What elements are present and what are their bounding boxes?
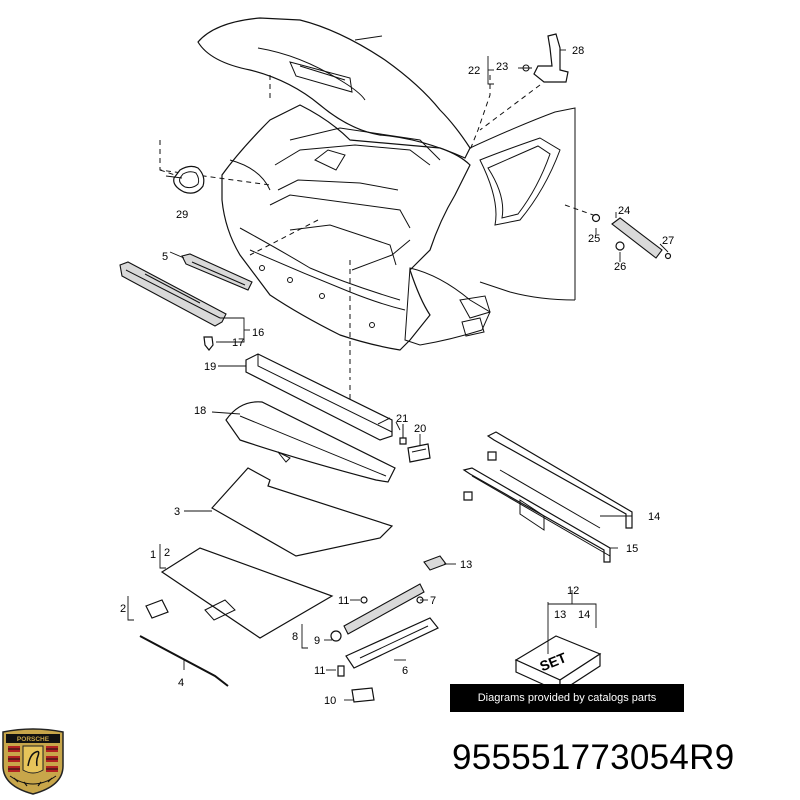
callout-5: 5: [162, 251, 168, 263]
cover-part-18: [225, 401, 396, 483]
callout-numbers: 1 2 2 3 4 5 6 7 8 9 10 11 11 12 13 13 14…: [120, 45, 674, 707]
callout-21: 21: [396, 413, 408, 425]
callout-15: 15: [626, 543, 638, 555]
vehicle-body-illustration: [159, 17, 597, 400]
leader-lines: [127, 49, 669, 701]
callout-28: 28: [572, 45, 584, 57]
block-part-13: [423, 555, 447, 571]
callout-3: 3: [174, 506, 180, 518]
seal-part-29: [173, 165, 205, 194]
callout-19: 19: [204, 361, 216, 373]
callout-9: 9: [314, 635, 320, 647]
callout-2: 2: [120, 603, 126, 615]
credit-banner: Diagrams provided by catalogs parts: [450, 684, 684, 712]
callout-13: 13: [554, 609, 566, 621]
callout-4: 4: [178, 677, 184, 689]
rod-part-4: [139, 635, 229, 687]
callout-25: 25: [588, 233, 600, 245]
callout-16: 16: [252, 327, 264, 339]
callout-24: 24: [618, 205, 630, 217]
callout-26: 26: [614, 261, 626, 273]
cassette-part-19: [245, 353, 393, 441]
cargo-bars-part-14-15: [462, 431, 633, 563]
sill-trim-part-16: [119, 261, 227, 327]
fasteners-part-10-11: [337, 665, 375, 703]
striker-part-5: [181, 253, 253, 291]
floor-cover-part-1: [160, 547, 334, 639]
callout-18: 18: [194, 405, 206, 417]
callout-1: 1: [150, 549, 156, 561]
rail-parts-6-7-9: [330, 583, 439, 669]
callout-12: 12: [567, 585, 579, 597]
callout-14: 14: [578, 609, 590, 621]
callout-11: 11: [338, 595, 349, 607]
callout-8: 8: [292, 631, 298, 643]
callout-11: 11: [314, 665, 325, 677]
callout-14: 14: [648, 511, 660, 523]
callout-27: 27: [662, 235, 674, 247]
credit-text: Diagrams provided by catalogs parts: [477, 692, 657, 704]
hinge-parts-24-27: [591, 213, 672, 260]
callout-10: 10: [324, 695, 336, 707]
callout-29: 29: [176, 209, 188, 221]
callout-17: 17: [232, 337, 244, 349]
clip-part-17: [203, 336, 214, 351]
bracket-part-20: [407, 443, 431, 463]
handle-part-2: [145, 599, 169, 619]
porsche-crest-logo: PORSCHE: [2, 728, 64, 795]
screw-part-21: [399, 424, 407, 445]
callout-6: 6: [402, 665, 408, 677]
callout-7: 7: [430, 595, 436, 607]
bracket-part-28: [520, 33, 569, 83]
callout-2: 2: [164, 547, 170, 559]
mat-part-3: [211, 467, 394, 557]
callout-23: 23: [496, 61, 508, 73]
callout-22: 22: [468, 65, 480, 77]
callout-13: 13: [460, 559, 472, 571]
svg-text:PORSCHE: PORSCHE: [17, 736, 50, 743]
callout-20: 20: [414, 423, 426, 435]
part-number: 955551773054R9: [452, 738, 735, 777]
